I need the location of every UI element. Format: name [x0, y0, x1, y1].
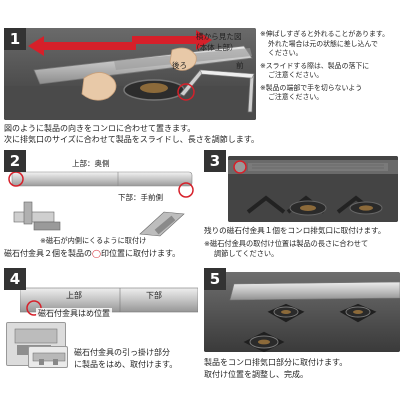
circle-mark: ◯ [92, 249, 101, 258]
step-3-note: ※磁石付金具の取付け位置は製品の長さに合わせて [204, 239, 369, 248]
magnet-position-overlay: 磁石付金具はめ位置 [36, 308, 112, 319]
step-4-caption: に製品をはめ、取付けます。 [74, 360, 178, 369]
note-line: ※伸ばしすぎると外れることがあります。 [260, 30, 389, 38]
installed-product-illustration [204, 272, 400, 352]
step-number-badge: 2 [4, 150, 26, 172]
side-view-front-label: 前 [236, 61, 244, 70]
step-3-caption: 残りの磁石付金具１個をコンロ排気口に取付けます。 [204, 226, 386, 235]
step-2-note: ※磁石が内側にくるように取付け [40, 236, 147, 245]
step-number-badge: 5 [204, 268, 226, 290]
product-bar-top-diagram [8, 171, 193, 187]
step-3-note: 調節してください。 [214, 249, 279, 258]
note-line: 外れた場合は元の状態に差し込んで [268, 39, 378, 48]
step-5-panel: 5 製品をコンロ排気口部分 [204, 268, 400, 400]
bracket-insert-illustration [7, 323, 65, 365]
step-4-panel: 4 上部 下部 磁石付金具はめ位置 磁石付金具の引っ掛け部分 に製品をはめ、取付… [0, 268, 200, 400]
exhaust-port-illustration [228, 156, 398, 222]
step-5-photo [204, 272, 400, 352]
step-1-caption: 図のように製品の向きをコンロに合わせて置きます。 [4, 124, 196, 133]
slide-right-arrow-icon [132, 30, 212, 50]
side-view-back-label: 後ろ [172, 61, 187, 70]
step-2-caption: 磁石付金具２個を製品の◯印位置に取付けます。 [4, 249, 180, 260]
bottom-marker-diagram [178, 182, 194, 198]
bottom-front-label: 下部：手前側 [118, 193, 163, 202]
step-number-badge: 3 [204, 150, 226, 172]
magnet-bracket-right-diagram [139, 211, 185, 237]
step-number-badge: 1 [4, 28, 26, 50]
caption-text: 印位置に取付けます。 [100, 249, 181, 258]
step-3-photo [228, 156, 398, 222]
step-1-notes: ※伸ばしすぎると外れることがあります。 外れた場合は元の状態に差し込んで くださ… [260, 30, 400, 103]
top-back-label: 上部：奥側 [72, 159, 110, 168]
note-line: ください。 [268, 49, 303, 57]
step-4-detail-photo [28, 346, 68, 368]
step-1-caption: 次に排気口のサイズに合わせて製品をスライドし、長さを調節します。 [4, 135, 259, 144]
slide-left-arrow-icon [28, 36, 136, 56]
warning-line: ご注意ください。 [268, 93, 324, 101]
top-label: 上部 [66, 291, 82, 300]
step-5-caption: 取付け位置を調整し、完成。 [204, 370, 308, 379]
bracket-detail-illustration [32, 352, 66, 365]
step-5-caption: 製品をコンロ排気口部分に取付けます。 [204, 358, 348, 367]
step-3-panel: 3 残りの磁石付金具１個をコンロ排気口に取付けます。 ※磁石付金具の取付け位置は… [204, 150, 400, 265]
side-view-title: 横から見た図 [196, 32, 242, 41]
step-4-caption: 磁石付金具の引っ掛け部分 [74, 348, 170, 357]
warning-line: ※製品の端部で手を切らないよう [260, 83, 363, 92]
step-1-panel: 1 横から見た図 （本体上部） 後ろ [0, 0, 400, 150]
note-line: ※スライドする際は、製品の落下に [260, 61, 370, 70]
side-view-diagram [177, 69, 255, 113]
caption-text: 磁石付金具２個を製品の [4, 249, 92, 258]
bottom-label: 下部 [146, 291, 162, 300]
step-number-badge: 4 [4, 268, 26, 290]
magnet-bracket-left-diagram [13, 201, 61, 231]
note-line: ご注意ください。 [268, 71, 324, 79]
step-2-panel: 2 上部：奥側 下部：手前側 ※磁石が内側にくるように取付け 磁石付金具２個を製… [0, 150, 200, 265]
side-view-subtitle: （本体上部） [192, 43, 238, 52]
